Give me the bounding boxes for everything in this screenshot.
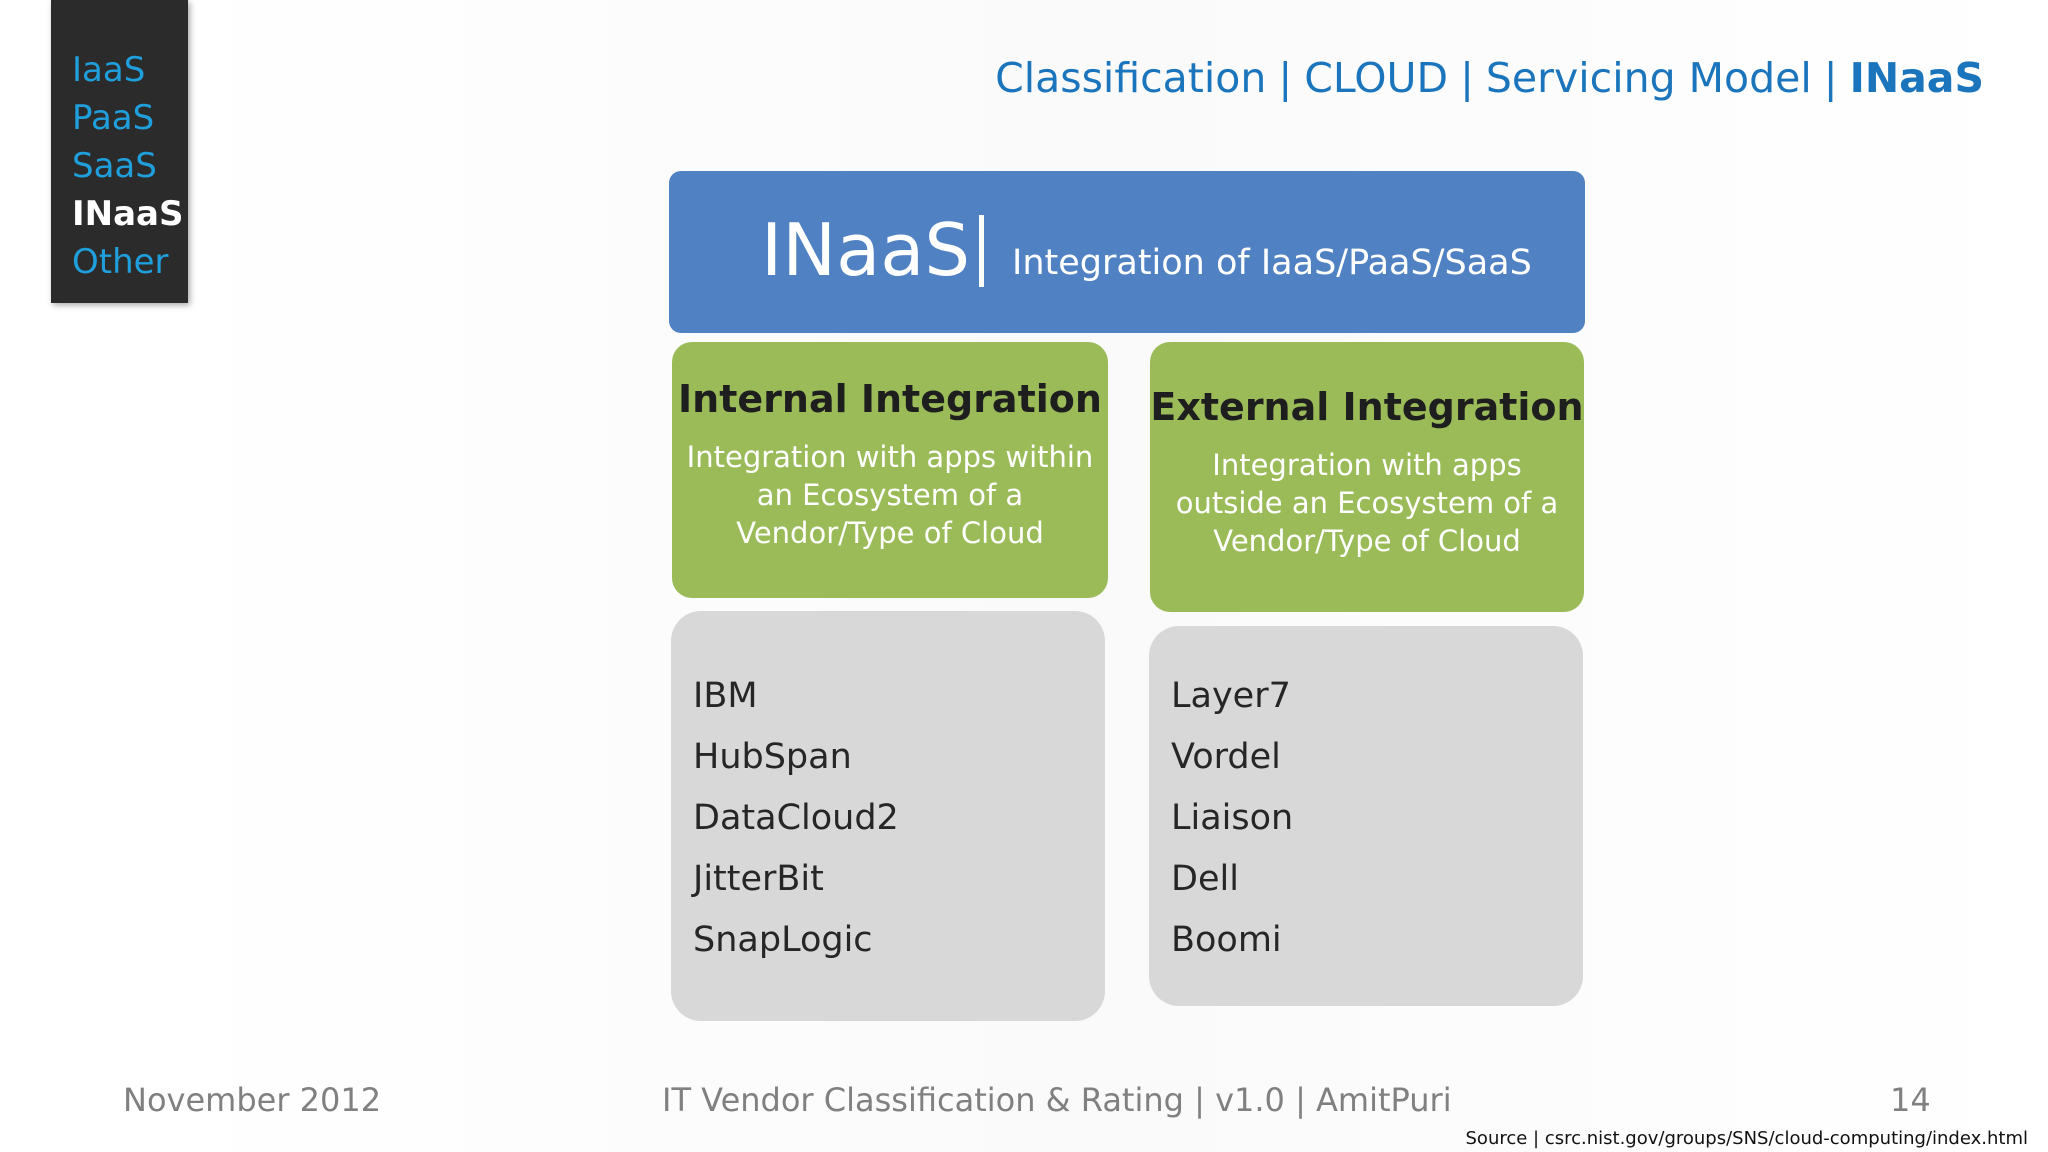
banner-subtitle: Integration of IaaS/PaaS/SaaS [1012, 243, 1532, 283]
breadcrumb-servicing-model: Servicing Model [1485, 54, 1812, 102]
internal-integration-title: Internal Integration [678, 377, 1102, 421]
list-item: SnapLogic [693, 920, 873, 960]
footer-date: November 2012 [123, 1081, 382, 1119]
internal-vendor-list: IBM HubSpan DataCloud2 JitterBit SnapLog… [671, 611, 1105, 1021]
internal-integration-box: Internal Integration Integration with ap… [672, 342, 1108, 598]
source-citation: Source | csrc.nist.gov/groups/SNS/cloud-… [1465, 1128, 2029, 1149]
nav-item-saas[interactable]: SaaS [72, 146, 157, 186]
list-item: IBM [693, 676, 758, 716]
breadcrumb-current: INaaS [1849, 54, 1984, 102]
list-item: Dell [1171, 859, 1239, 899]
breadcrumb-cloud: CLOUD [1304, 54, 1449, 102]
external-integration-description: Integration with apps outside an Ecosyst… [1175, 448, 1559, 558]
breadcrumb-separator: | [1278, 54, 1293, 102]
breadcrumb-classification: Classification [995, 54, 1267, 102]
side-nav: IaaS PaaS SaaS INaaS Other [51, 0, 188, 303]
list-item: Liaison [1171, 798, 1294, 838]
list-item: Vordel [1171, 737, 1281, 777]
external-integration-box: External Integration Integration with ap… [1150, 342, 1584, 612]
banner-divider [979, 215, 984, 287]
inaas-banner: INaaS Integration of IaaS/PaaS/SaaS [669, 171, 1585, 333]
internal-integration-description: Integration with apps within an Ecosyste… [686, 440, 1094, 550]
nav-item-paas[interactable]: PaaS [72, 98, 155, 138]
breadcrumb: Classification|CLOUD|Servicing Model|INa… [995, 52, 1984, 104]
external-vendor-list: Layer7 Vordel Liaison Dell Boomi [1149, 626, 1583, 1006]
list-item: JitterBit [693, 859, 824, 899]
external-integration-title: External Integration [1150, 385, 1584, 429]
nav-item-iaas[interactable]: IaaS [72, 50, 146, 90]
breadcrumb-separator: | [1460, 54, 1474, 102]
banner-title: INaaS [761, 208, 971, 292]
list-item: Layer7 [1171, 676, 1291, 716]
list-item: HubSpan [693, 737, 852, 777]
nav-item-inaas[interactable]: INaaS [72, 194, 184, 234]
list-item: Boomi [1171, 920, 1282, 960]
breadcrumb-separator: | [1823, 54, 1838, 102]
list-item: DataCloud2 [693, 798, 899, 838]
footer-title: IT Vendor Classification & Rating | v1.0… [662, 1081, 1452, 1119]
page-number: 14 [1890, 1081, 1931, 1119]
nav-item-other[interactable]: Other [72, 242, 169, 282]
